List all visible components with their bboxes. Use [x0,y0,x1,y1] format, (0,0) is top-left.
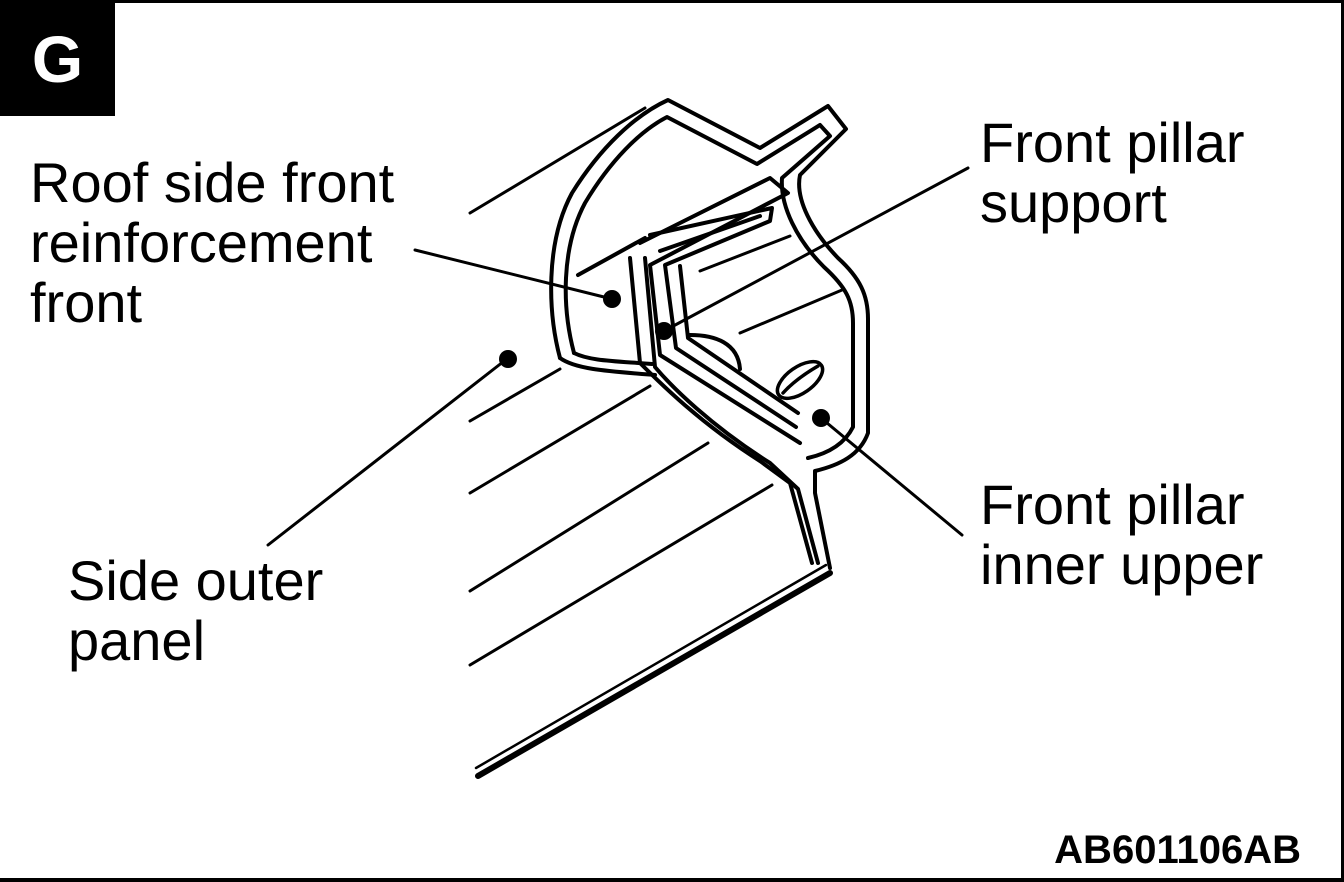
label-front-pillar-inner-upper: Front pillar inner upper [980,473,1264,596]
leader-roof-side [413,248,614,301]
leader-front-pillar-support [662,166,970,333]
label-side-outer-panel: Side outer panel [68,549,324,672]
panel-badge: G [0,3,115,116]
leader-dots [499,290,830,427]
leader-front-pillar-inner [819,416,964,537]
figure-code: AB601106AB [1054,828,1301,872]
leader-side-outer [266,356,510,547]
label-roof-side-front-reinforcement: Roof side front reinforcement front [30,151,395,334]
front-pillar-support-strips [628,176,820,565]
leader-lines [266,166,970,547]
roof-side-reinforcement-outline [549,98,870,570]
side-outer-panel-lines [468,106,844,667]
pillar-illustration [266,98,970,779]
label-front-pillar-support: Front pillar support [980,111,1245,234]
sill-flange [474,563,833,779]
inner-upper-hole [775,359,825,401]
